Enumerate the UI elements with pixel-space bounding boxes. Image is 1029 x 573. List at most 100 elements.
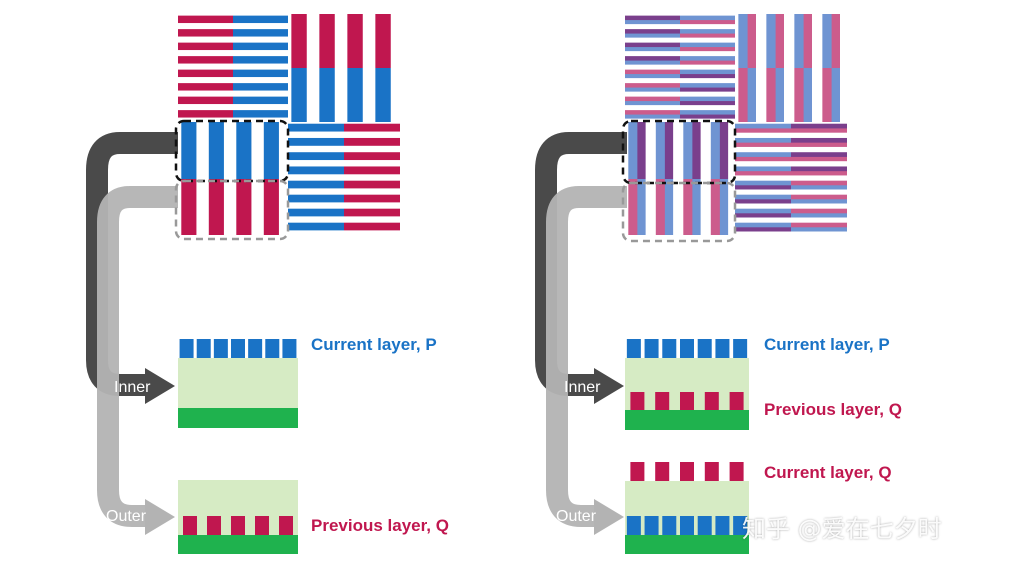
tile-stripe-overlay — [735, 156, 791, 162]
right-tile-pattern — [625, 14, 847, 235]
tile-stripe — [178, 15, 233, 24]
left-previous-layer-q-square — [231, 516, 245, 535]
right-tile — [791, 179, 847, 235]
left-tile — [178, 14, 233, 68]
tile-stripe — [791, 137, 847, 146]
left-current-layer-p-square — [196, 339, 211, 358]
left-outer-arrow-body — [97, 186, 178, 527]
tile-stripe — [680, 56, 735, 64]
tile-stripe — [680, 83, 735, 91]
tile-stripe-overlay — [735, 227, 791, 232]
left-previous-layer-q-square — [279, 516, 293, 535]
tile-stripe — [291, 14, 307, 68]
tile-stripe — [178, 42, 233, 51]
tile-stripe-overlay — [791, 199, 847, 204]
right-current-layer-q-square — [655, 462, 670, 481]
tile-stripe — [735, 152, 791, 161]
right-tile — [735, 14, 847, 68]
tile-stripe — [791, 166, 847, 175]
tile-stripe — [181, 122, 197, 179]
left-tile — [288, 122, 344, 179]
tile-stripe-overlay — [680, 47, 735, 52]
right-tile — [680, 14, 735, 68]
left-previous-layer-q-square — [255, 516, 269, 535]
right-tile — [680, 68, 735, 122]
tile-stripe-overlay — [735, 142, 791, 147]
left-previous-layer-q-square — [207, 516, 221, 535]
right-outer-p-square — [680, 516, 694, 535]
tile-stripe — [344, 222, 400, 231]
right-outer-highlight — [621, 181, 737, 243]
right-outer-substrate — [625, 535, 749, 554]
left-current-layer-p-square — [265, 339, 280, 358]
tile-stripe — [288, 194, 344, 203]
right-inner-highlight — [621, 119, 737, 185]
tile-stripe-overlay — [680, 74, 735, 79]
left-inner-arrow-head — [145, 368, 175, 404]
tile-stripe — [233, 56, 288, 64]
tile-stripe — [288, 222, 344, 231]
tile-stripe — [625, 69, 680, 78]
left-layer-stacks — [178, 339, 298, 554]
selection-highlights — [174, 119, 737, 243]
tile-stripe-overlay — [625, 101, 680, 106]
tile-stripe — [288, 208, 344, 217]
right-current-layer-p-square — [662, 339, 677, 358]
tile-stripe — [735, 194, 791, 203]
right-current-layer-q-label: Current layer, Q — [764, 463, 892, 482]
tile-stripe — [735, 137, 791, 146]
tile-stripe — [319, 68, 335, 122]
left-tile — [178, 68, 233, 122]
tile-stripe-overlay — [735, 128, 791, 133]
left-inner-arrow-label: Inner — [114, 379, 151, 396]
right-tile — [625, 14, 680, 68]
right-current-layer-q-square — [630, 462, 645, 481]
tile-stripe — [288, 123, 344, 132]
tile-stripe — [178, 110, 233, 118]
left-tile — [288, 14, 400, 68]
tile-stripe-overlay — [680, 33, 735, 38]
tile-stripe — [178, 83, 233, 91]
tile-stripe-overlay — [680, 114, 735, 119]
tile-stripe-overlay — [791, 128, 847, 133]
tile-stripe — [236, 179, 252, 235]
tile-stripe — [233, 96, 288, 105]
right-outer-p-square — [733, 516, 748, 535]
tile-stripe — [735, 123, 791, 132]
tile-stripe — [233, 42, 288, 51]
tile-stripe-overlay — [625, 114, 680, 119]
tile-stripe — [735, 166, 791, 175]
left-tile — [178, 122, 288, 179]
right-outer-p-square — [715, 516, 730, 535]
tile-stripe-overlay — [791, 227, 847, 232]
tile-stripe-overlay — [719, 179, 729, 235]
tile-stripe — [344, 208, 400, 217]
tile-stripe-overlay — [831, 68, 840, 122]
right-tile — [625, 179, 735, 235]
tile-stripe-overlay — [637, 122, 646, 179]
left-outer-highlight — [174, 179, 290, 241]
tile-stripe — [233, 15, 288, 24]
tile-stripe — [263, 179, 279, 235]
right-outer-p-square — [644, 516, 659, 535]
tile-stripe-overlay — [637, 179, 646, 235]
right-outer-arrow-label: Outer — [556, 508, 597, 525]
tile-stripe-overlay — [831, 14, 840, 68]
right-tile — [625, 68, 680, 122]
right-tile — [735, 122, 791, 179]
tile-stripe-overlay — [625, 60, 680, 65]
tile-stripe — [791, 208, 847, 217]
tile-stripe — [735, 208, 791, 217]
tile-stripe-overlay — [680, 87, 735, 92]
tile-stripe — [791, 222, 847, 231]
tile-stripe-overlay — [747, 14, 756, 68]
left-tile-pattern — [178, 14, 400, 235]
tile-stripe — [680, 69, 735, 78]
tile-stripe-overlay — [747, 68, 756, 122]
right-current-layer-p-square — [680, 339, 694, 358]
tile-stripe-overlay — [735, 213, 791, 218]
tile-stripe — [680, 29, 735, 37]
tile-stripe — [291, 68, 307, 122]
tile-stripe — [625, 15, 680, 24]
